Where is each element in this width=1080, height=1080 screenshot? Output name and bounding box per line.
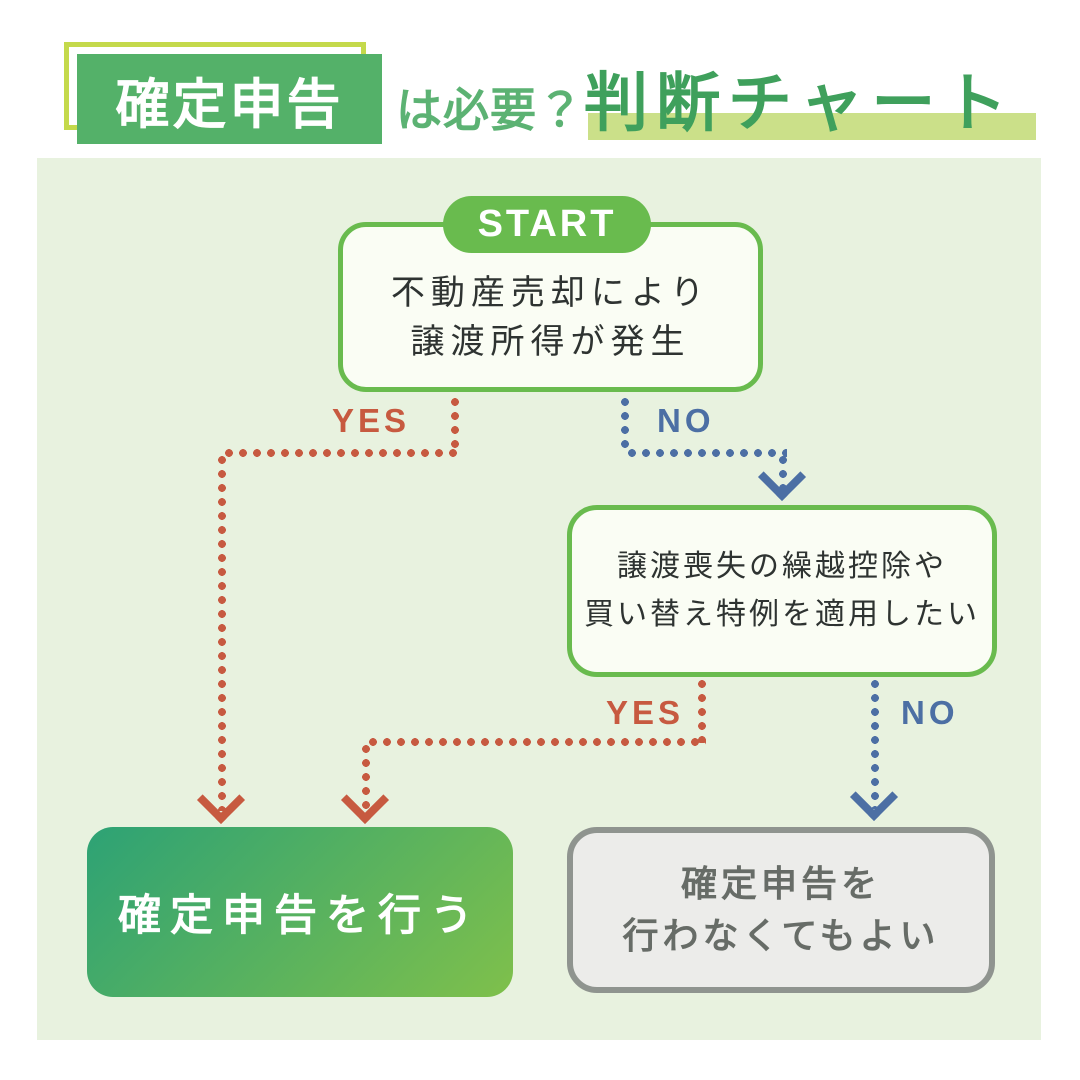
connector-q1-yes-horizontal <box>222 449 459 457</box>
connector-q2-yes-horizontal <box>366 738 706 746</box>
title-badge-text: 確定申告 <box>115 74 344 135</box>
title-highlight-bar <box>588 113 1036 140</box>
result-file-tax-return-box: 確定申告を行う <box>87 827 513 997</box>
connector-q1-no-vertical2 <box>779 453 787 495</box>
result-file-label: 確定申告を行う <box>118 892 482 940</box>
connector-q2-no-vertical <box>871 677 879 809</box>
header-subtitle: は必要？ <box>396 84 584 136</box>
connector-q1-yes-vertical2 <box>218 453 226 811</box>
label-q1-no: NO <box>657 402 715 439</box>
question1-line1: 不動産売却により <box>390 273 711 312</box>
question1-box: 不動産売却により 譲渡所得が発生 <box>338 222 763 392</box>
label-q2-yes: YES <box>606 694 685 731</box>
connector-q2-yes-vertical2 <box>362 742 370 812</box>
connector-q1-no-vertical1 <box>621 395 629 453</box>
result-no-line1: 確定申告を <box>680 862 881 904</box>
connector-q1-yes-vertical1 <box>451 395 459 453</box>
label-q1-yes: YES <box>332 402 411 439</box>
connector-q2-yes-vertical1 <box>698 677 706 743</box>
label-q2-no: NO <box>901 694 959 731</box>
connector-q1-no-horizontal <box>625 449 787 457</box>
result-no-tax-return-box: 確定申告を 行わなくてもよい <box>567 827 995 993</box>
question1-line2: 譲渡所得が発生 <box>410 323 691 361</box>
question2-line2: 買い替え特例を適用したい <box>584 598 980 631</box>
start-node: START <box>443 196 651 253</box>
question2-line1: 譲渡喪失の繰越控除や <box>617 550 947 583</box>
result-no-line2: 行わなくてもよい <box>622 915 940 956</box>
start-label: START <box>477 203 617 245</box>
question2-box: 譲渡喪失の繰越控除や 買い替え特例を適用したい <box>567 505 997 677</box>
title-badge: 確定申告 <box>77 54 382 144</box>
page-title: 判断チャート <box>584 67 1016 139</box>
